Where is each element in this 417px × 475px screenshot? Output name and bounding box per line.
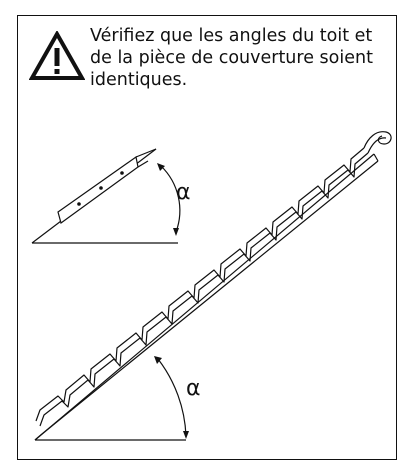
roof-tiles-drawing (34, 131, 392, 441)
angle-alpha-label-small: α (176, 180, 191, 205)
roof-angle-diagram: α α (31, 131, 392, 441)
warning-triangle-icon (29, 31, 85, 80)
warning-text: Vérifiez que les angles du toit et de la… (90, 26, 373, 90)
angle-alpha-label-large: α (186, 376, 201, 401)
instruction-panel: Vérifiez que les angles du toit et de la… (17, 15, 397, 460)
cover-piece-drawing (31, 148, 181, 244)
